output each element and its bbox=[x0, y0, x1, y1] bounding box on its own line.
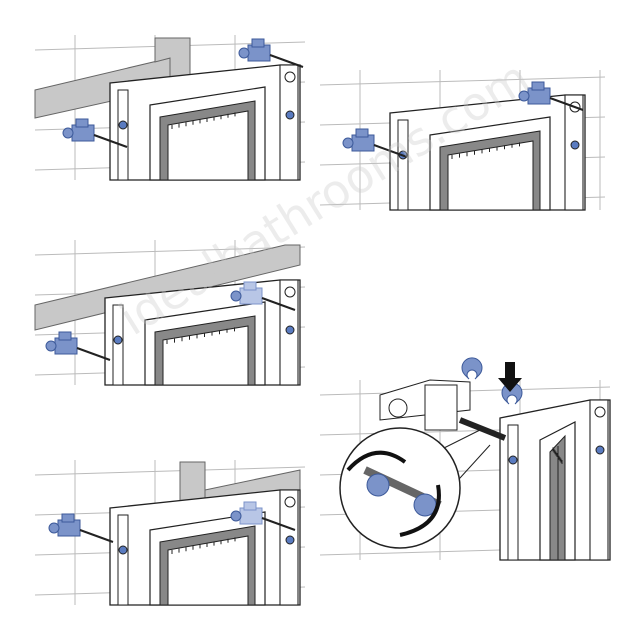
step-4-panel bbox=[35, 460, 305, 606]
arrow-down-icon bbox=[498, 362, 522, 392]
step-2-panel bbox=[320, 70, 605, 211]
rotate-arrow-icon bbox=[399, 484, 441, 537]
wall-bracket-right bbox=[238, 38, 304, 68]
rotate-arrow-icon bbox=[346, 450, 407, 472]
wall-bracket-right bbox=[518, 81, 584, 111]
cistern-frame bbox=[104, 279, 301, 386]
detail-panel bbox=[320, 357, 611, 561]
clip-icon bbox=[461, 357, 483, 380]
wall-beam bbox=[34, 244, 301, 331]
cistern-frame bbox=[109, 489, 301, 606]
wall-bracket-right-ghost bbox=[230, 281, 296, 311]
step-3-panel bbox=[34, 240, 305, 386]
cistern-frame bbox=[109, 64, 301, 181]
step-1-panel bbox=[34, 35, 305, 181]
wall-bracket-left bbox=[342, 128, 408, 158]
cistern-frame bbox=[499, 399, 611, 561]
cistern-frame bbox=[389, 94, 586, 211]
wall-bracket-left bbox=[45, 331, 111, 361]
wall-bracket-left bbox=[48, 513, 114, 543]
bracket-detail bbox=[379, 379, 507, 441]
wall-bracket-right bbox=[230, 501, 296, 531]
wall-bracket-left bbox=[62, 118, 128, 148]
magnifier-circle bbox=[339, 427, 491, 549]
